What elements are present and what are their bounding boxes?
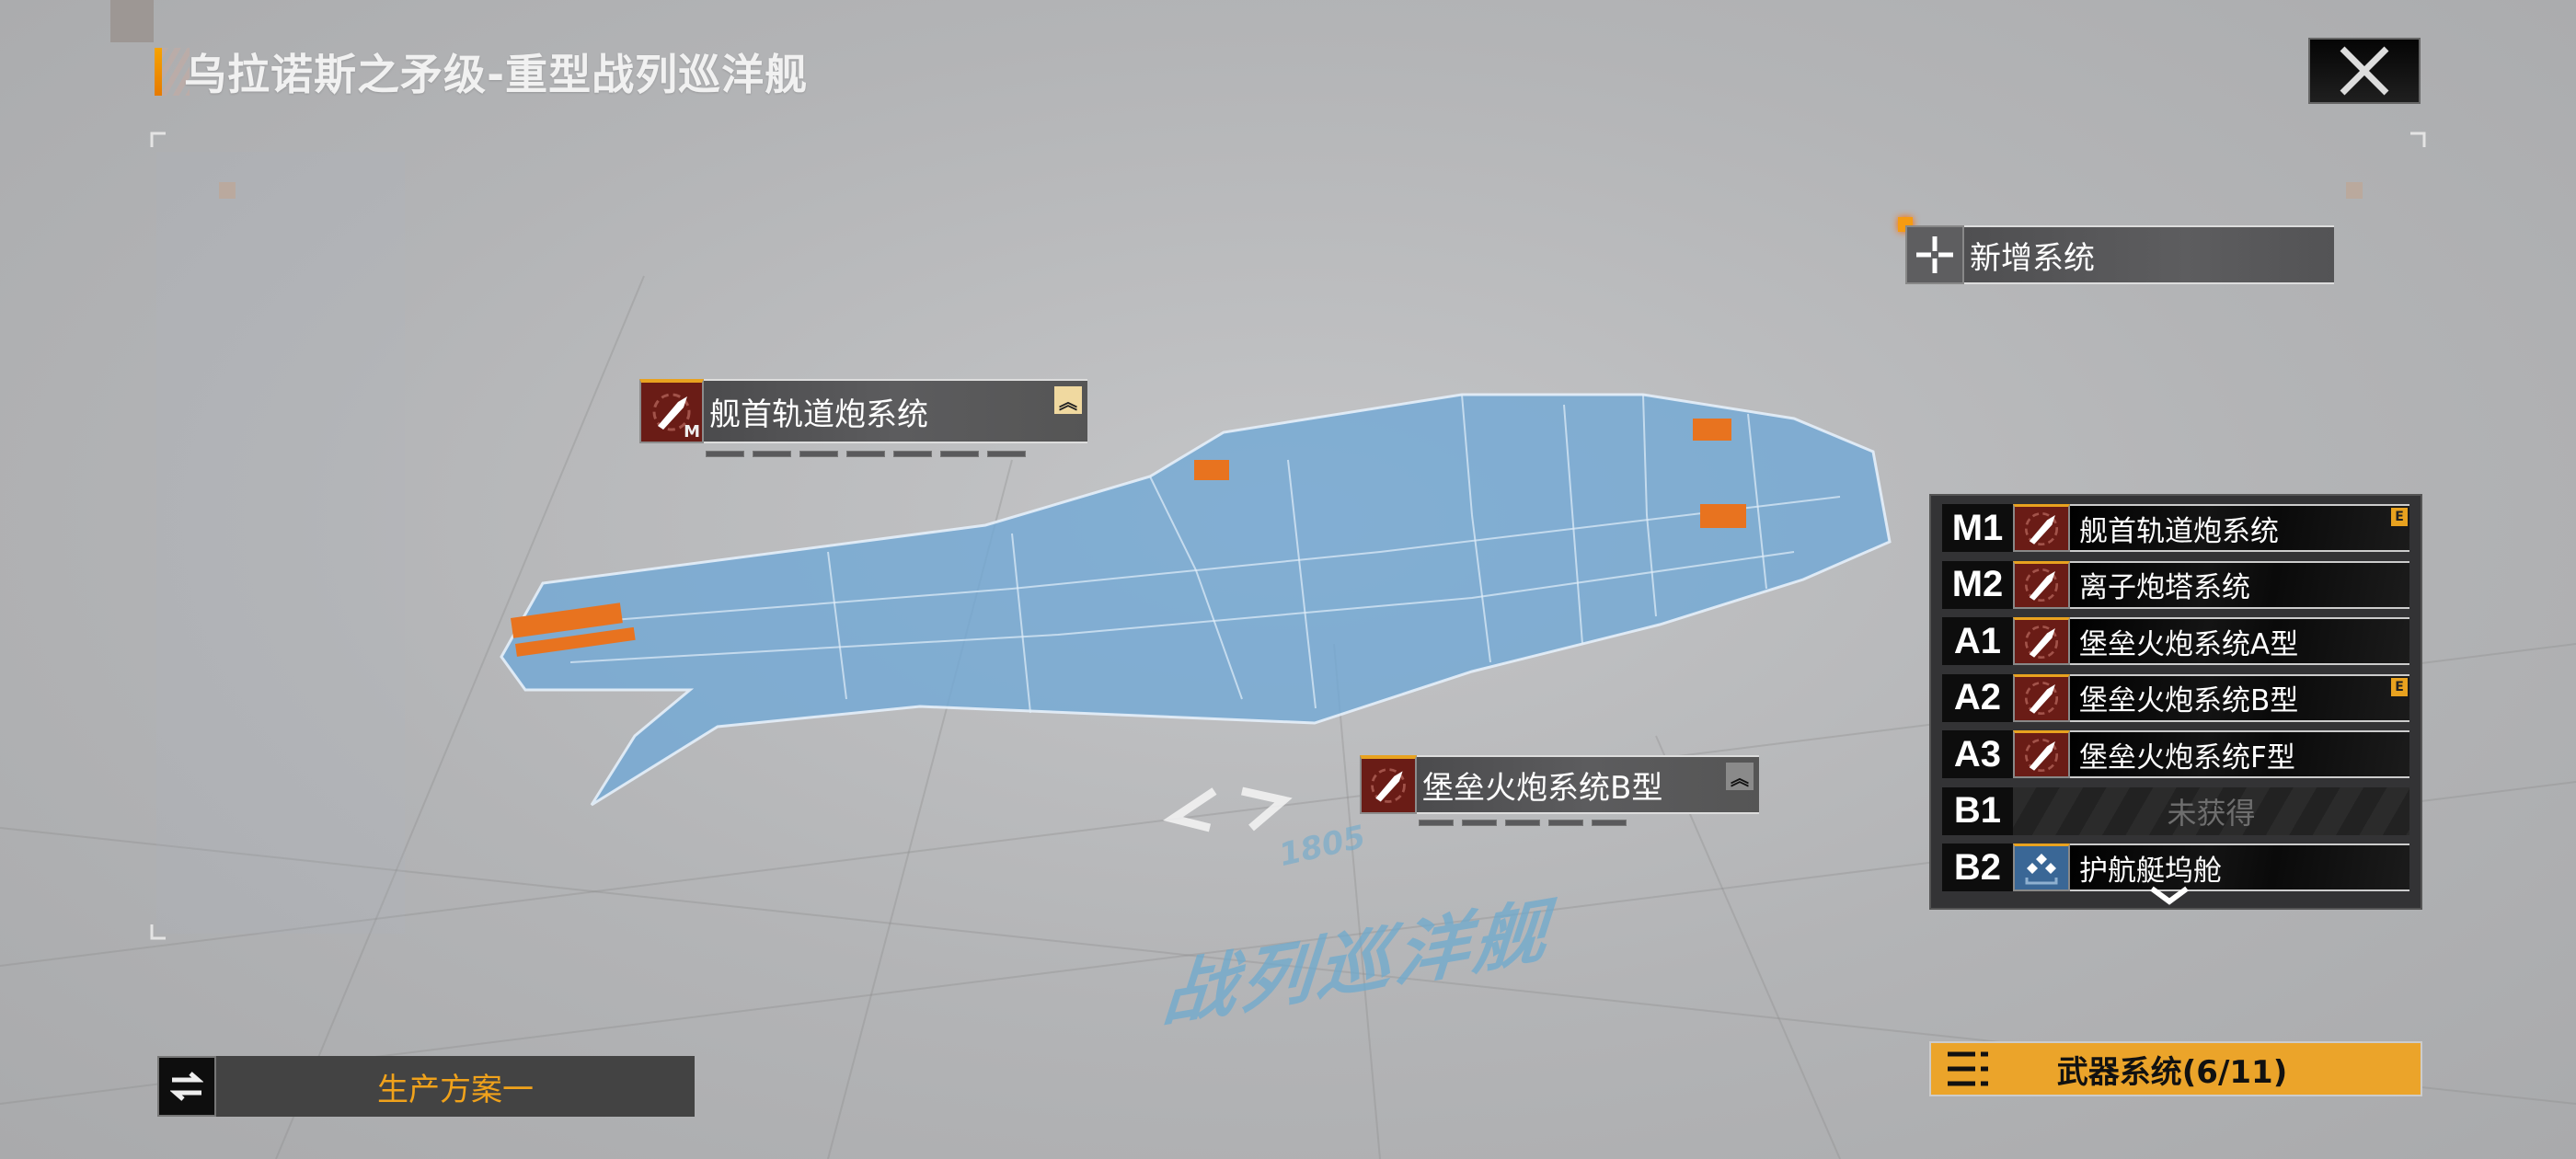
double-chevron-up-icon[interactable]: ︽ bbox=[1726, 763, 1754, 790]
title-accent-bar bbox=[155, 48, 162, 96]
slot-id: A1 bbox=[1953, 620, 2002, 661]
locked-slot: 未获得 bbox=[2013, 786, 2409, 835]
scroll-down-chevron-icon[interactable] bbox=[2148, 883, 2191, 907]
system-row-m2[interactable]: M2 离子炮塔系统 bbox=[1942, 560, 2409, 609]
callout-fortress-cannon-b[interactable]: 堡垒火炮系统B型 ︽ bbox=[1360, 755, 1759, 826]
swap-view-icon bbox=[1163, 786, 1293, 832]
crosshair-plus-icon bbox=[1905, 225, 1964, 284]
slot-id: M1 bbox=[1951, 507, 2004, 548]
menu-list-icon bbox=[1948, 1051, 1988, 1086]
system-name: 堡垒火炮系统B型 bbox=[2079, 684, 2299, 717]
weapon-systems-button[interactable]: 武器系统(6/11) bbox=[1929, 1041, 2422, 1096]
slot-id: A2 bbox=[1953, 677, 2002, 717]
equipped-badge: E bbox=[2391, 508, 2408, 526]
callout-bow-railgun[interactable]: M 舰首轨道炮系统 ︽ bbox=[639, 379, 1087, 457]
slot-id: M2 bbox=[1951, 564, 2004, 604]
system-name: 护航艇坞舱 bbox=[2079, 854, 2222, 888]
hangar-icon bbox=[2013, 843, 2070, 891]
add-system-button[interactable]: 新增系统 bbox=[1905, 225, 2334, 284]
production-plan-label: 生产方案一 bbox=[216, 1056, 695, 1117]
system-name: 堡垒火炮系统F型 bbox=[2079, 740, 2295, 775]
equipped-badge: E bbox=[2391, 677, 2408, 696]
shell-icon bbox=[2013, 673, 2070, 722]
shell-icon bbox=[2013, 730, 2070, 778]
production-plan-button[interactable]: 生产方案一 bbox=[157, 1056, 695, 1117]
swap-icon bbox=[157, 1056, 216, 1117]
add-system-label: 新增系统 bbox=[1964, 225, 2334, 284]
slot-id: B1 bbox=[1953, 790, 2002, 831]
shell-icon bbox=[2013, 617, 2070, 665]
shell-icon bbox=[1360, 755, 1417, 814]
system-row-a2[interactable]: A2 堡垒火炮系统B型 E bbox=[1942, 673, 2409, 722]
mount-badge: M bbox=[684, 422, 700, 442]
callout-label: 舰首轨道炮系统 bbox=[709, 396, 928, 433]
system-row-b2[interactable]: B2 护航艇坞舱 bbox=[1942, 843, 2409, 891]
shell-icon: M bbox=[639, 379, 704, 443]
system-name: 离子炮塔系统 bbox=[2079, 571, 2250, 604]
weapon-systems-label: 武器系统(6/11) bbox=[2056, 1053, 2288, 1091]
system-row-m1[interactable]: M1 舰首轨道炮系统 E bbox=[1942, 504, 2409, 552]
slot-id: B2 bbox=[1953, 846, 2002, 888]
shell-icon bbox=[2013, 504, 2070, 552]
slot-id: A3 bbox=[1953, 733, 2002, 775]
double-chevron-up-icon[interactable]: ︽ bbox=[1054, 386, 1082, 414]
page-title: 乌拉诺斯之矛级-重型战列巡洋舰 bbox=[155, 48, 808, 99]
close-icon bbox=[2340, 46, 2389, 96]
system-row-a1[interactable]: A1 堡垒火炮系统A型 bbox=[1942, 617, 2409, 665]
system-name: 舰首轨道炮系统 bbox=[2079, 514, 2279, 548]
weapon-hardpoints bbox=[511, 419, 1746, 657]
system-row-b1[interactable]: B1 未获得 bbox=[1942, 786, 2409, 835]
ship-name: 乌拉诺斯之矛级-重型战列巡洋舰 bbox=[184, 50, 809, 99]
callout-label: 堡垒火炮系统B型 bbox=[1422, 769, 1663, 807]
title-hatch bbox=[162, 48, 190, 96]
system-row-a3[interactable]: A3 堡垒火炮系统F型 bbox=[1942, 730, 2409, 778]
corner-block bbox=[110, 0, 154, 42]
shell-icon bbox=[2013, 560, 2070, 609]
level-pips bbox=[1419, 820, 1759, 826]
level-pips bbox=[706, 451, 1087, 457]
system-name: 堡垒火炮系统A型 bbox=[2079, 627, 2299, 661]
close-button[interactable] bbox=[2308, 38, 2421, 104]
